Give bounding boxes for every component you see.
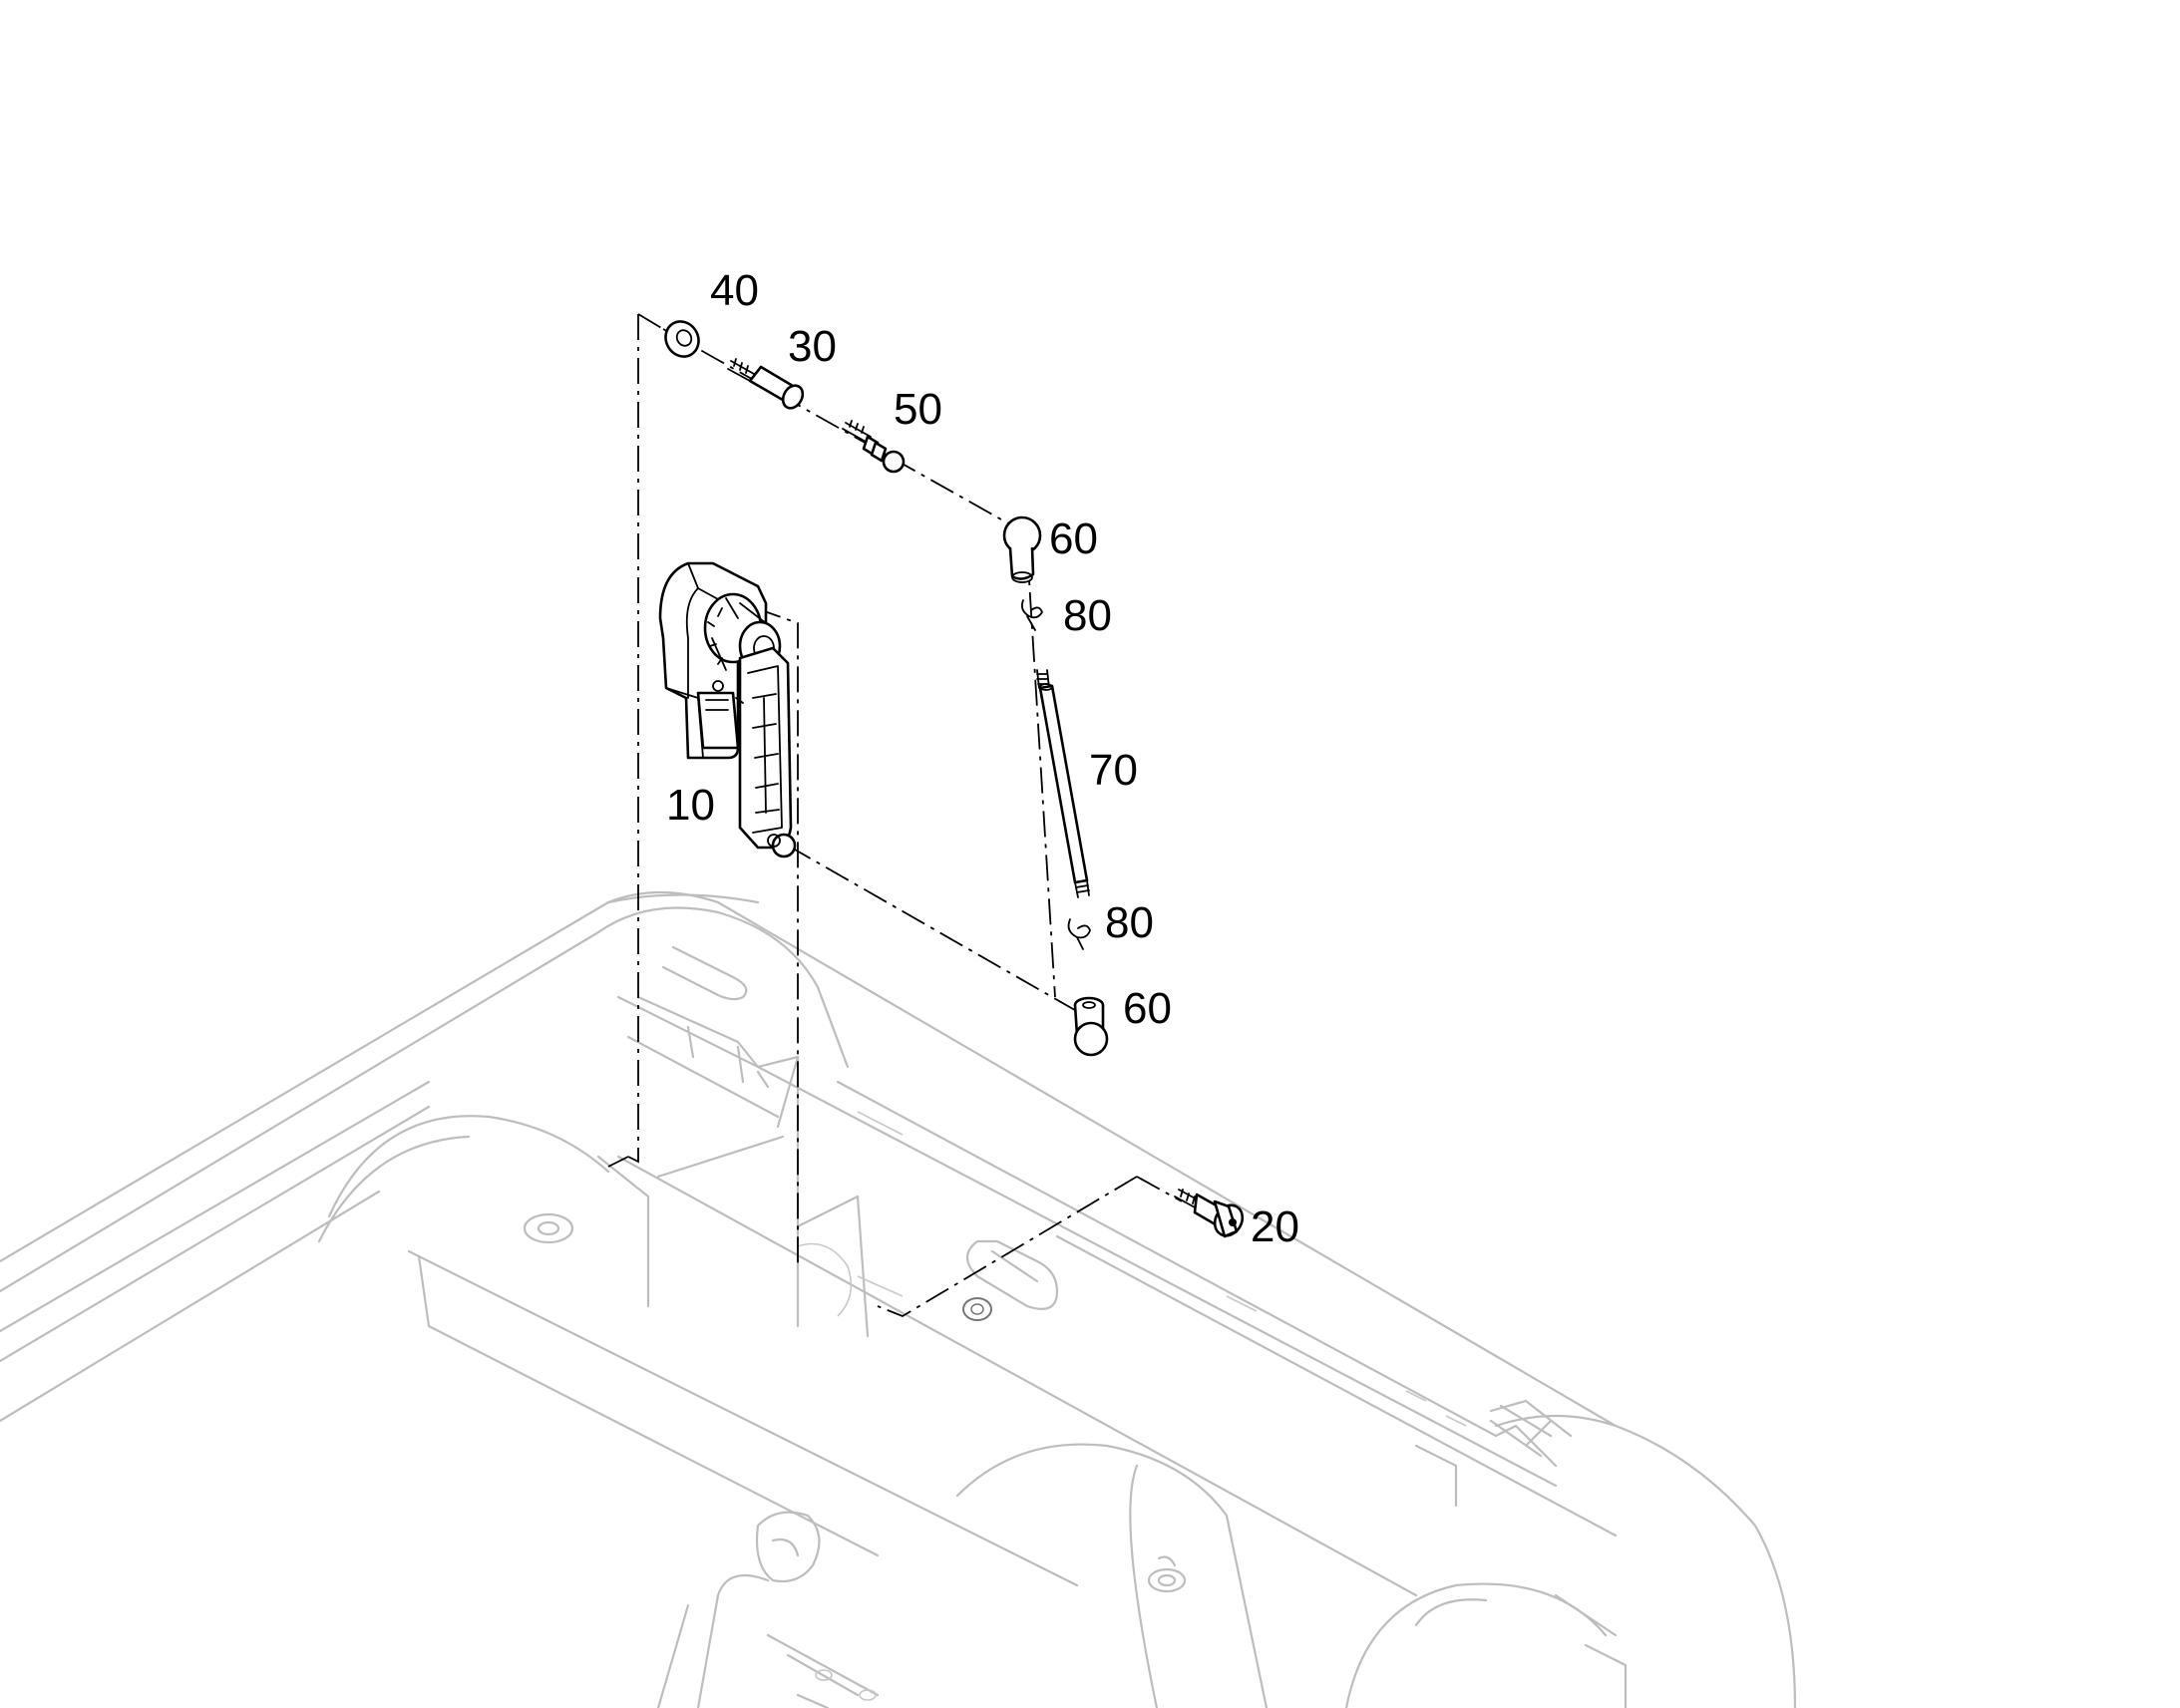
chassis-frame xyxy=(0,890,1797,1708)
part-60-socket-bottom xyxy=(1073,996,1109,1057)
part-30-spacer xyxy=(727,358,805,410)
callout-70: 70 xyxy=(1089,746,1138,795)
callout-80-top: 80 xyxy=(1063,591,1112,640)
callout-40: 40 xyxy=(710,266,759,315)
callout-30: 30 xyxy=(788,322,837,371)
callout-60-bottom: 60 xyxy=(1123,984,1172,1033)
part-80-clip-top xyxy=(1020,599,1043,631)
part-80-clip-bottom xyxy=(1067,918,1091,950)
callout-labels: 40 30 50 60 80 70 10 80 60 20 xyxy=(666,266,1299,1251)
callout-50: 50 xyxy=(894,385,942,434)
callout-20: 20 xyxy=(1251,1202,1299,1251)
callout-80-bottom: 80 xyxy=(1105,898,1154,947)
part-10-height-sensor xyxy=(658,561,797,858)
callout-10: 10 xyxy=(666,781,715,830)
callout-60-top: 60 xyxy=(1049,514,1098,563)
part-50-ball-stud xyxy=(842,420,906,474)
part-40-washer xyxy=(664,320,700,358)
part-20-shoulder-bolt xyxy=(1174,1189,1245,1238)
part-70-rod xyxy=(1036,669,1090,898)
part-60-socket-top xyxy=(1002,515,1042,583)
assembly-lines xyxy=(607,313,1183,1318)
